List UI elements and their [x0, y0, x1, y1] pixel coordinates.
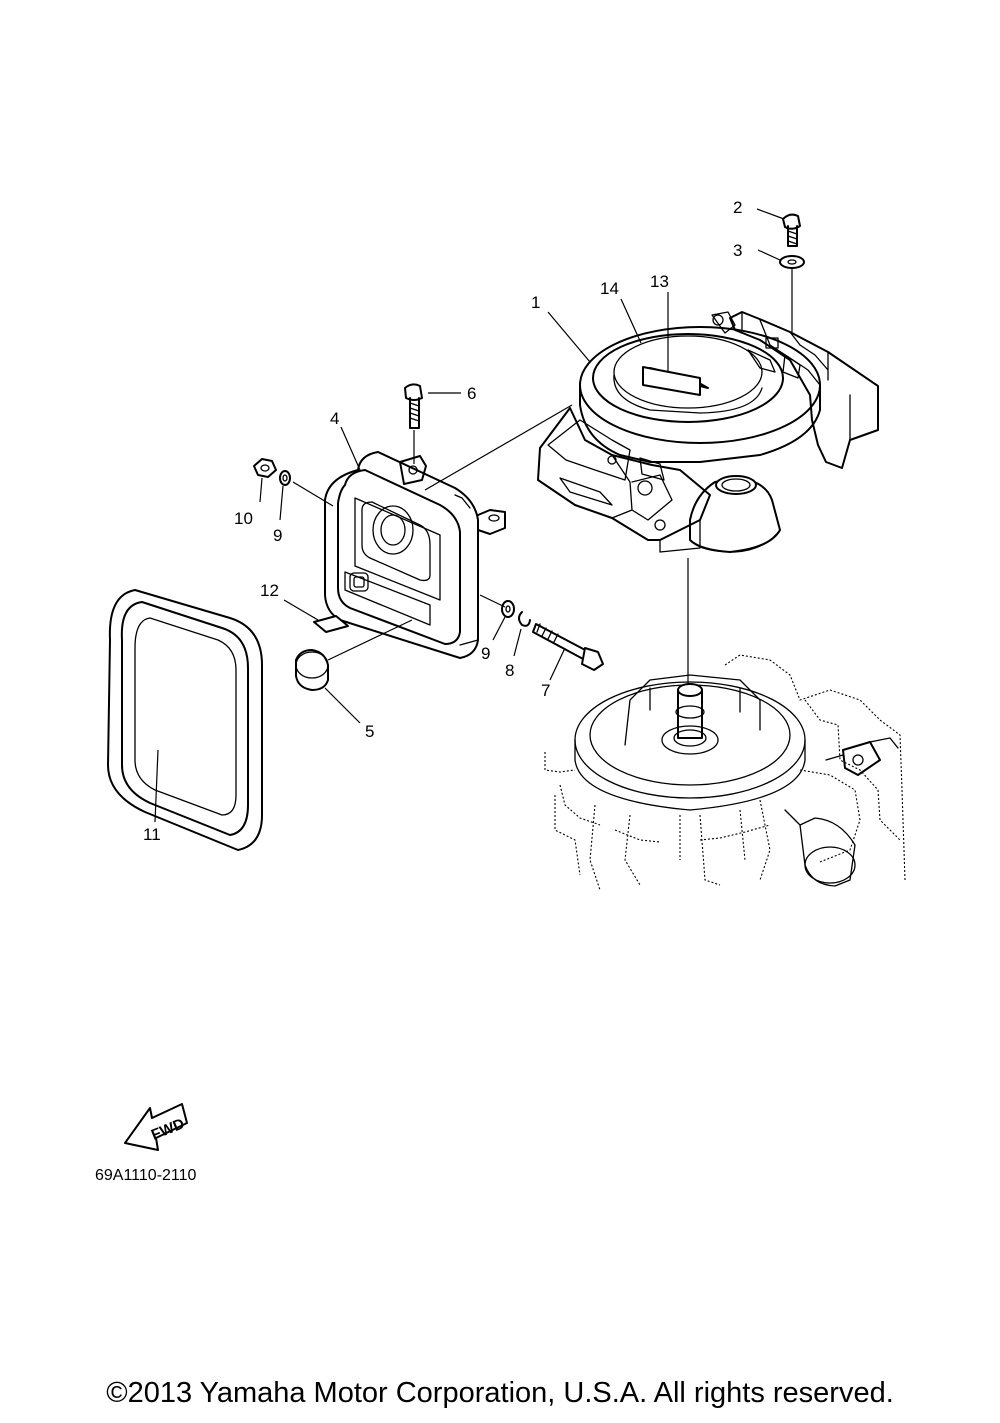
callout-1: 1	[531, 293, 540, 312]
callout-leaders	[154, 208, 785, 823]
fwd-arrow-icon: FWD	[124, 1103, 188, 1151]
assembly-axis-line	[292, 481, 334, 507]
screw-part-2	[782, 213, 801, 247]
callout-7: 7	[541, 681, 550, 700]
callout-12: 12	[260, 581, 279, 600]
filter-seal-part-11	[107, 589, 263, 851]
spring-washer-part-8	[518, 611, 531, 627]
copyright-notice: ©2013 Yamaha Motor Corporation, U.S.A. A…	[106, 1377, 894, 1409]
assembly-axis-line	[479, 594, 506, 608]
washer-part-9-right	[501, 600, 515, 618]
callout-4: 4	[330, 409, 339, 428]
callout-9-right: 9	[481, 644, 490, 663]
callout-2: 2	[733, 198, 742, 217]
washer-part-9-left	[279, 470, 291, 486]
engine-block-phantom	[544, 654, 906, 891]
drawing-number: 69A1110-2110	[95, 1167, 197, 1184]
callout-14: 14	[600, 279, 619, 298]
callout-5: 5	[365, 722, 374, 741]
callout-numbers: 1 2 3 4 5 6 7 8 9 9 10 11 12 13 14	[143, 198, 742, 844]
silencer-body-part	[324, 451, 506, 659]
callout-9-left: 9	[273, 526, 282, 545]
washer-part-3	[779, 255, 805, 269]
callout-6: 6	[467, 384, 476, 403]
callout-13: 13	[650, 272, 669, 291]
fwd-label: FWD	[149, 1115, 187, 1144]
nut-part-10	[253, 458, 277, 478]
callout-8: 8	[505, 661, 514, 680]
callout-10: 10	[234, 509, 253, 528]
flywheel-cover-part	[537, 311, 879, 553]
bolt-part-7	[532, 623, 604, 671]
callout-3: 3	[733, 241, 742, 260]
bolt-part-6	[404, 383, 423, 429]
assembly-axis-line	[424, 404, 573, 491]
cap-part-5	[295, 649, 329, 691]
label-part-12	[313, 615, 349, 633]
callout-11: 11	[143, 825, 161, 844]
assembly-axis-line	[327, 619, 413, 661]
